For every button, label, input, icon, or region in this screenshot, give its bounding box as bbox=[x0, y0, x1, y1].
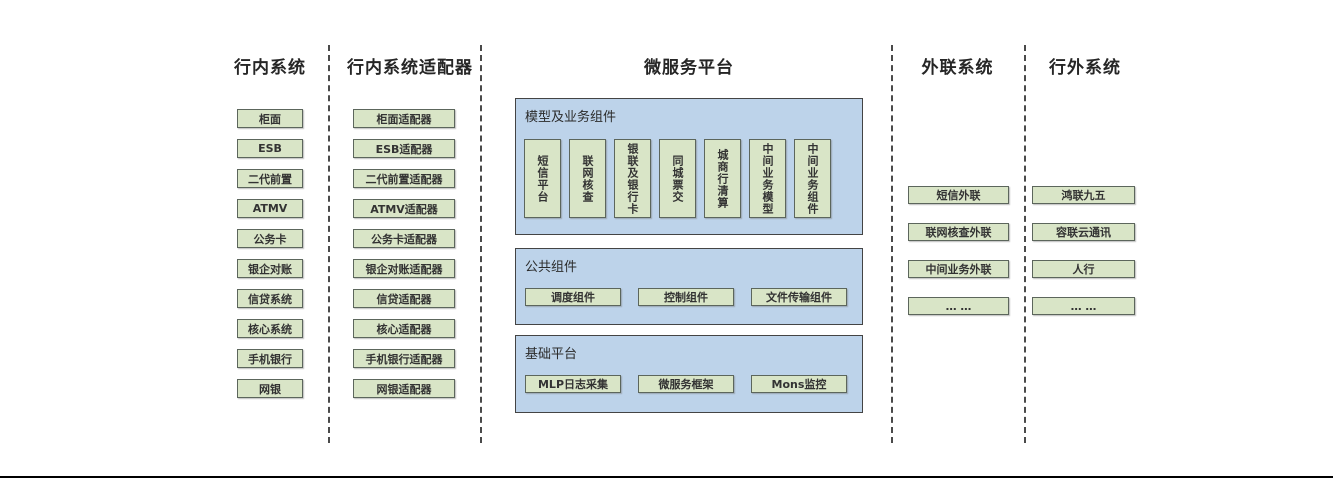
adapter-box: 公务卡适配器 bbox=[353, 229, 455, 248]
base-platform-box: Mons监控 bbox=[751, 375, 847, 393]
panel-label: 模型及业务组件 bbox=[525, 110, 617, 125]
panel-label: 公共组件 bbox=[525, 260, 578, 275]
internal-system-box: 公务卡 bbox=[237, 229, 303, 248]
bottom-border-line bbox=[0, 476, 1333, 478]
adapter-box: 核心适配器 bbox=[353, 319, 455, 338]
outreach-system-box: … … bbox=[908, 297, 1009, 315]
adapter-box: ATMV适配器 bbox=[353, 199, 455, 218]
lane-title-outreach-systems: 外联系统 bbox=[921, 58, 994, 78]
model-component-box: 中间业务模型 bbox=[749, 139, 786, 218]
lane-title-internal-adapters: 行内系统适配器 bbox=[347, 58, 473, 78]
internal-systems-list: 柜面 ESB 二代前置 ATMV 公务卡 银企对账 信贷系统 核心系统 手机银行… bbox=[237, 109, 303, 398]
base-platform-box: MLP日志采集 bbox=[525, 375, 621, 393]
external-system-box: … … bbox=[1032, 297, 1135, 315]
external-systems-list: 鸿联九五 容联云通讯 人行 … … bbox=[1032, 186, 1135, 315]
base-platform-list: MLP日志采集 微服务框架 Mons监控 bbox=[525, 375, 847, 393]
model-components-list: 短信平台 联网核查 银联及银行卡 同城票交 城商行清算 中间业务模型 中间业务组… bbox=[524, 139, 831, 218]
lane-title-microservice-platform: 微服务平台 bbox=[644, 58, 734, 78]
internal-system-box: ESB bbox=[237, 139, 303, 158]
adapter-box: 二代前置适配器 bbox=[353, 169, 455, 188]
model-component-box: 联网核查 bbox=[569, 139, 606, 218]
internal-system-box: ATMV bbox=[237, 199, 303, 218]
model-component-box: 短信平台 bbox=[524, 139, 561, 218]
outreach-systems-list: 短信外联 联网核查外联 中间业务外联 … … bbox=[908, 186, 1009, 315]
outreach-system-box: 中间业务外联 bbox=[908, 260, 1009, 278]
adapter-box: 信贷适配器 bbox=[353, 289, 455, 308]
outreach-system-box: 短信外联 bbox=[908, 186, 1009, 204]
public-component-box: 文件传输组件 bbox=[751, 288, 847, 306]
internal-system-box: 信贷系统 bbox=[237, 289, 303, 308]
lane-divider-3 bbox=[891, 45, 893, 443]
lane-divider-4 bbox=[1024, 45, 1026, 443]
model-component-box: 城商行清算 bbox=[704, 139, 741, 218]
panel-base-platform: 基础平台 MLP日志采集 微服务框架 Mons监控 bbox=[515, 335, 863, 413]
outreach-system-box: 联网核查外联 bbox=[908, 223, 1009, 241]
external-system-box: 鸿联九五 bbox=[1032, 186, 1135, 204]
public-component-box: 调度组件 bbox=[525, 288, 621, 306]
internal-adapters-list: 柜面适配器 ESB适配器 二代前置适配器 ATMV适配器 公务卡适配器 银企对账… bbox=[353, 109, 455, 398]
lane-divider-2 bbox=[480, 45, 482, 443]
model-component-box: 同城票交 bbox=[659, 139, 696, 218]
adapter-box: 柜面适配器 bbox=[353, 109, 455, 128]
adapter-box: 银企对账适配器 bbox=[353, 259, 455, 278]
base-platform-box: 微服务框架 bbox=[638, 375, 734, 393]
internal-system-box: 银企对账 bbox=[237, 259, 303, 278]
external-system-box: 人行 bbox=[1032, 260, 1135, 278]
public-components-list: 调度组件 控制组件 文件传输组件 bbox=[525, 288, 847, 306]
adapter-box: ESB适配器 bbox=[353, 139, 455, 158]
lane-title-external-systems: 行外系统 bbox=[1049, 58, 1121, 78]
internal-system-box: 二代前置 bbox=[237, 169, 303, 188]
model-component-box: 银联及银行卡 bbox=[614, 139, 651, 218]
panel-public-components: 公共组件 调度组件 控制组件 文件传输组件 bbox=[515, 248, 863, 325]
external-system-box: 容联云通讯 bbox=[1032, 223, 1135, 241]
adapter-box: 网银适配器 bbox=[353, 379, 455, 398]
panel-model-business-components: 模型及业务组件 短信平台 联网核查 银联及银行卡 同城票交 城商行清算 中间业务… bbox=[515, 98, 863, 235]
model-component-box: 中间业务组件 bbox=[794, 139, 831, 218]
adapter-box: 手机银行适配器 bbox=[353, 349, 455, 368]
lane-divider-1 bbox=[328, 45, 330, 443]
lane-title-internal-systems: 行内系统 bbox=[234, 58, 306, 78]
internal-system-box: 柜面 bbox=[237, 109, 303, 128]
internal-system-box: 核心系统 bbox=[237, 319, 303, 338]
internal-system-box: 手机银行 bbox=[237, 349, 303, 368]
public-component-box: 控制组件 bbox=[638, 288, 734, 306]
panel-label: 基础平台 bbox=[525, 347, 578, 362]
internal-system-box: 网银 bbox=[237, 379, 303, 398]
